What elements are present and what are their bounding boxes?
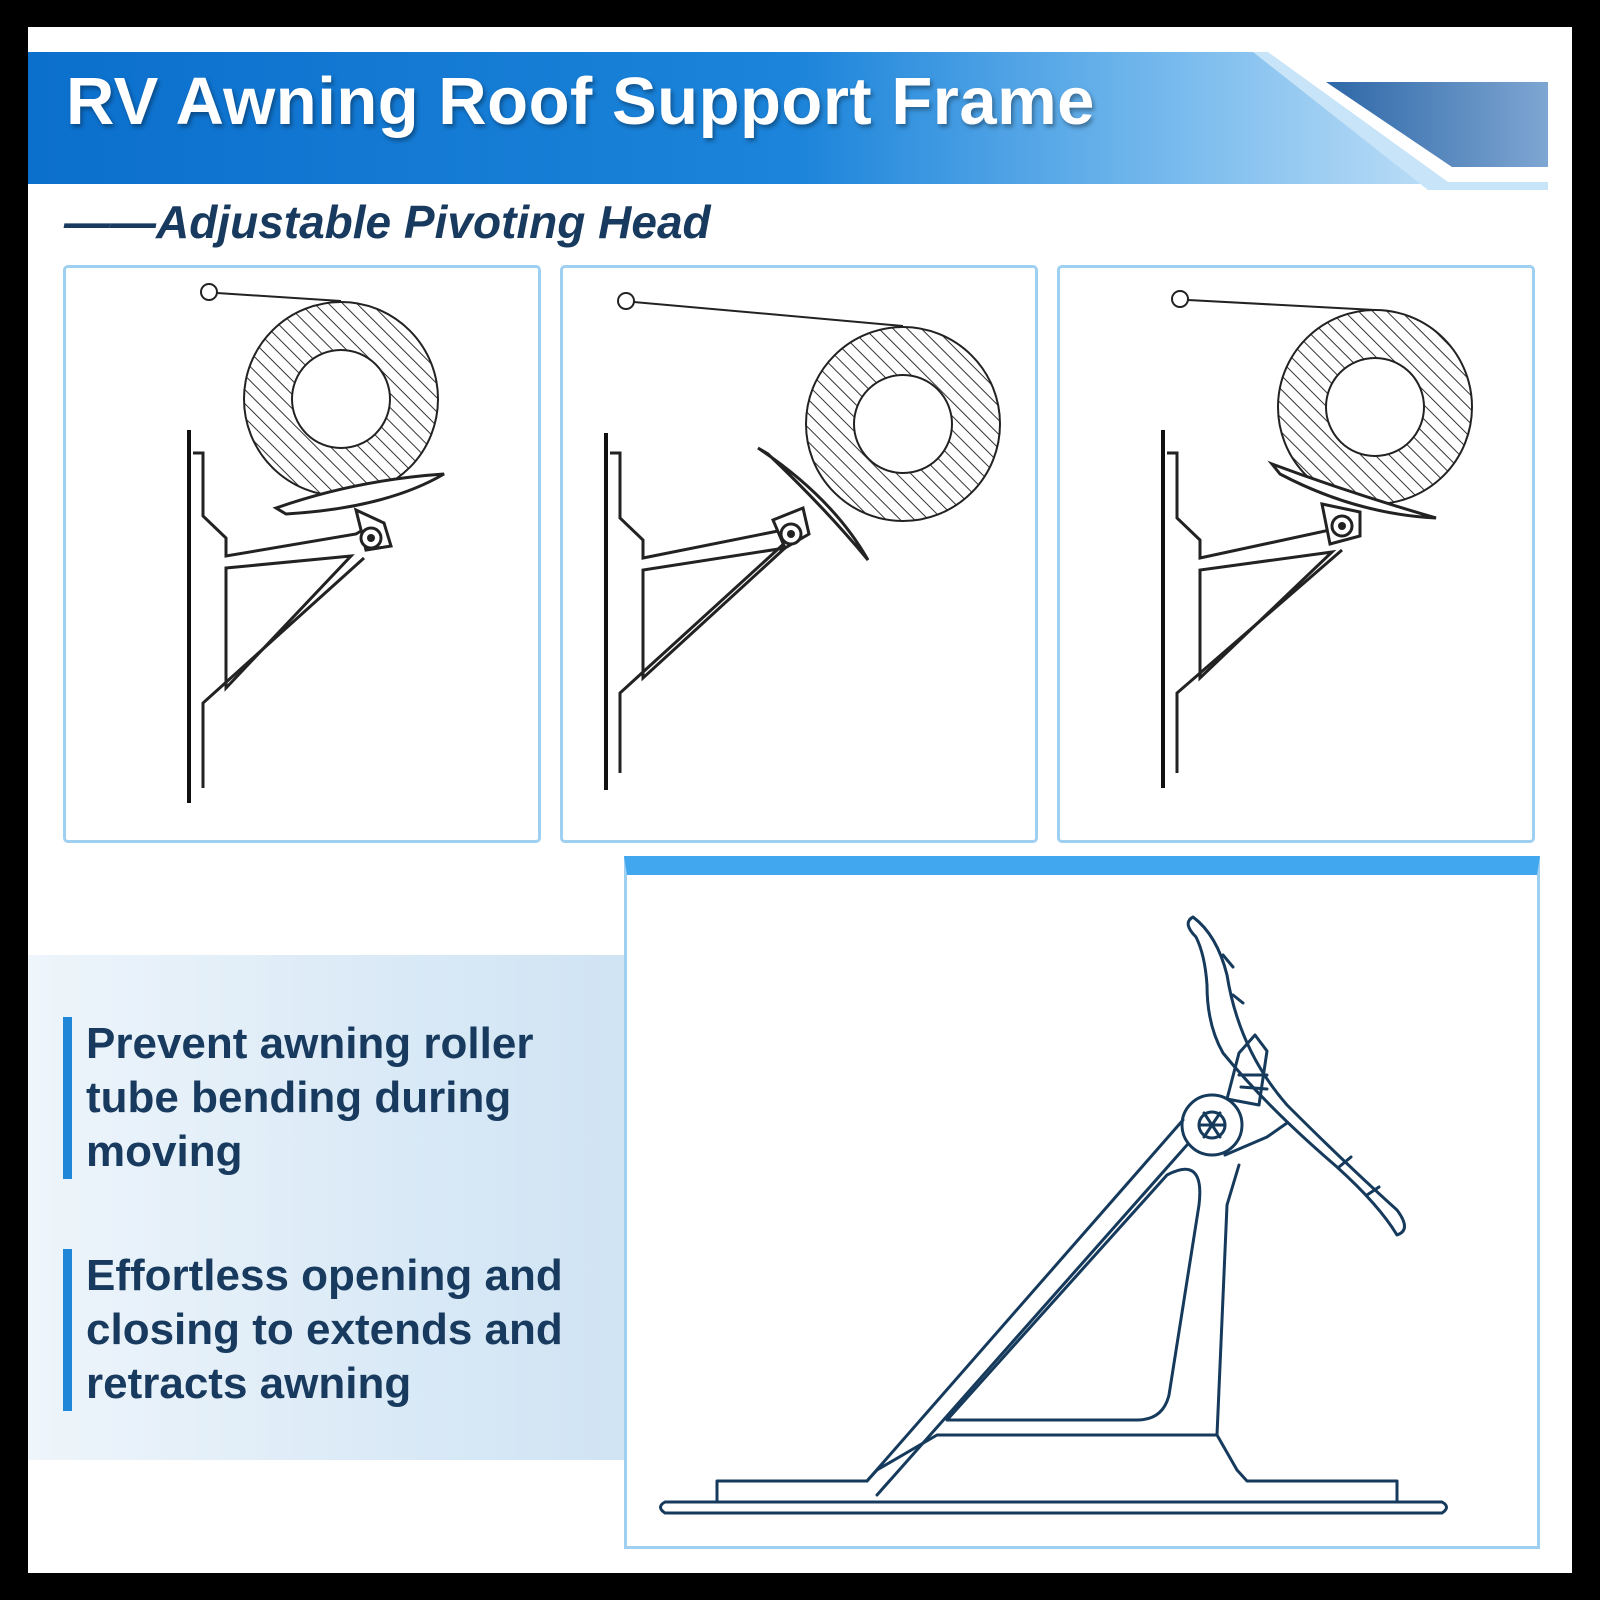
- pivot-diagram-tilted-up: [1161, 290, 1473, 788]
- pivot-diagram-tilted-down: [604, 292, 1001, 790]
- features-band: [28, 955, 658, 1460]
- feature-item-1: Prevent awning roller tube bending durin…: [63, 1017, 628, 1179]
- support-bracket-detail: [659, 915, 1448, 1515]
- page-subtitle: ——Adjustable Pivoting Head: [64, 196, 711, 248]
- diagram-panel-3: [1057, 265, 1535, 843]
- infographic-page: RV Awning Roof Support Frame ——Adjustabl…: [28, 27, 1572, 1573]
- page-title: RV Awning Roof Support Frame: [66, 64, 1095, 139]
- tie-point-icon: [1171, 290, 1189, 308]
- pivot-diagram-center: [187, 283, 445, 803]
- tie-point-icon: [200, 283, 218, 301]
- diagram-panel-2: [560, 265, 1038, 843]
- tie-point-icon: [617, 292, 635, 310]
- feature-item-2: Effortless opening and closing to extend…: [63, 1249, 628, 1411]
- detail-panel: [624, 856, 1540, 1549]
- title-banner: [28, 52, 1572, 192]
- diagram-panel-1: [63, 265, 541, 843]
